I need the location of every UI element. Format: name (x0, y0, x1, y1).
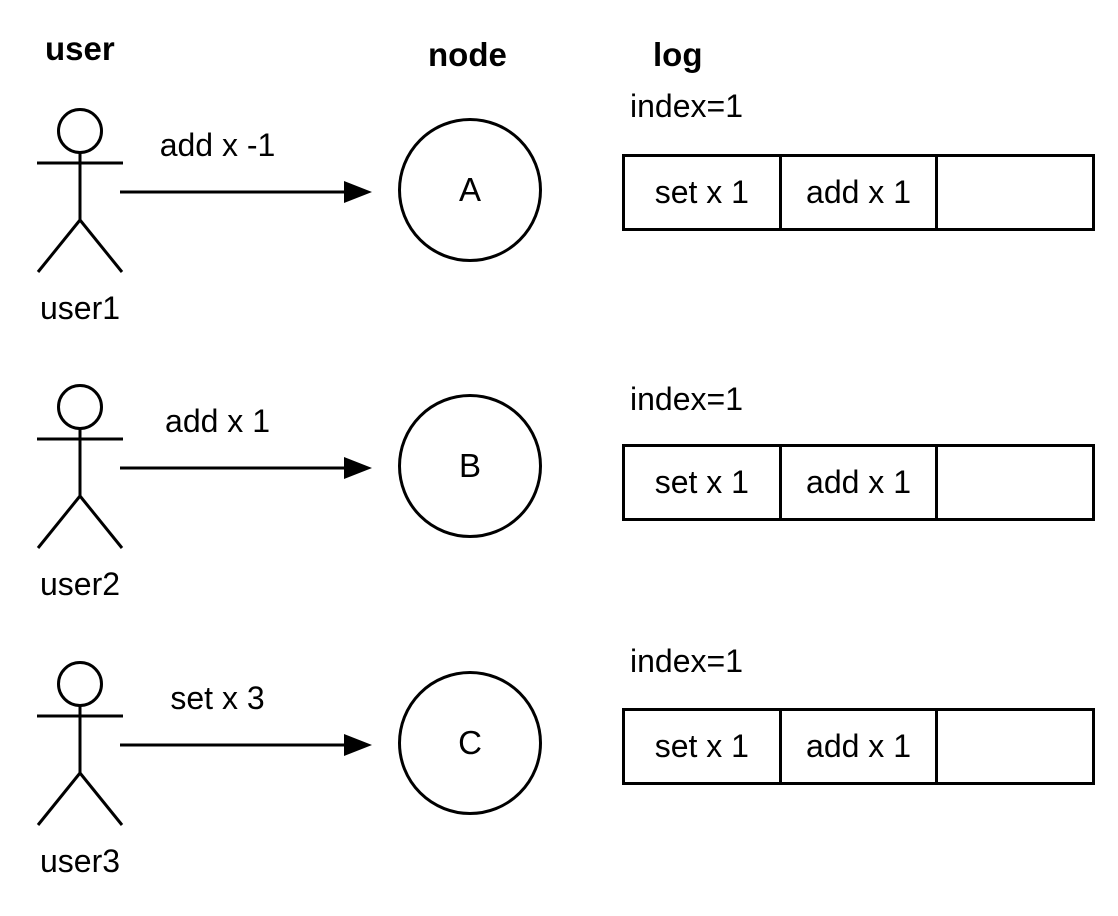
node-label: C (458, 724, 482, 761)
log-cell (938, 447, 1092, 518)
log-cell (938, 157, 1092, 228)
node-circle: B (398, 394, 542, 538)
diagram-row-2: user2 add x 1 B index=1 set x 1 add x 1 (0, 276, 1118, 616)
message-label: set x 3 (170, 680, 265, 716)
message-label: add x -1 (159, 127, 276, 163)
column-header-user: user (45, 30, 115, 67)
diagram-row-3: user3 set x 3 C index=1 set x 1 add x 1 (0, 553, 1118, 893)
log-index-label: index=1 (630, 88, 743, 124)
user-label: user3 (40, 843, 121, 879)
stick-figure-icon (36, 108, 124, 273)
node-circle: C (398, 671, 542, 815)
message-label: add x 1 (165, 403, 270, 439)
log-cell: set x 1 (625, 157, 782, 228)
stick-figure-icon (36, 661, 124, 826)
column-header-node: node (428, 36, 507, 73)
node-label: B (458, 447, 481, 484)
log-cell: add x 1 (782, 447, 939, 518)
log-cell: set x 1 (625, 447, 782, 518)
log-cell: add x 1 (782, 711, 939, 782)
log-table: set x 1 add x 1 (622, 154, 1095, 231)
arrow-icon (120, 181, 372, 203)
user-label: user2 (40, 566, 121, 602)
node-circle: A (398, 118, 542, 262)
user-label: user1 (40, 290, 121, 326)
node-label: A (458, 171, 481, 208)
log-cell (938, 711, 1092, 782)
log-index-label: index=1 (630, 381, 743, 417)
log-table: set x 1 add x 1 (622, 444, 1095, 521)
stick-figure-icon (36, 384, 124, 549)
log-cell: set x 1 (625, 711, 782, 782)
log-cell: add x 1 (782, 157, 939, 228)
diagram-row-1: user1 add x -1 A index=1 set x 1 add x 1 (0, 0, 1118, 340)
arrow-icon (120, 734, 372, 756)
log-table: set x 1 add x 1 (622, 708, 1095, 785)
log-index-label: index=1 (630, 643, 743, 679)
column-header-log: log (653, 36, 703, 73)
arrow-icon (120, 457, 372, 479)
